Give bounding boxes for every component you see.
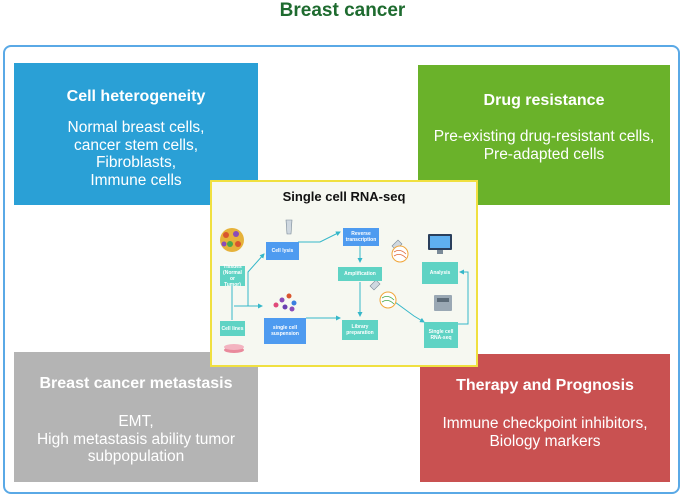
cell-heterogeneity-line: Fibroblasts, [95,154,177,171]
outer-frame [3,45,680,494]
dna-circle-icon [379,245,409,309]
therapy-prognosis-line: Immune checkpoint inhibitors, [442,415,648,432]
cell-lysis-node: Cell lysis [266,242,299,260]
tissues-node: Tissues (Normal or Tumor) [220,264,245,288]
metastasis-line: High metastasis ability tumor [36,430,236,448]
metastasis-line: subpopulation [87,448,185,465]
cell-heterogeneity-title: Cell heterogeneity [66,88,206,105]
drug-resistance-line: Pre-existing drug-resistant cells, [433,128,655,145]
metastasis-box: Breast cancer metastasis EMT, High metas… [14,352,258,482]
therapy-prognosis-line: Biology markers [489,432,601,450]
cell-heterogeneity-line: cancer stem cells, [73,136,199,154]
therapy-prognosis-box: Therapy and Prognosis Immune checkpoint … [420,354,670,482]
cell-heterogeneity-line: Immune cells [90,171,182,189]
single-cell-rnaseq-node: Single cell RNA-seq [424,322,458,348]
therapy-prognosis-body: Immune checkpoint inhibitors, Biology ma… [420,415,670,450]
drug-resistance-title: Drug resistance [483,92,605,109]
metastasis-title: Breast cancer metastasis [39,375,233,392]
library-preparation-node: Library preparation [342,320,378,340]
tissue-cluster-icon [220,228,244,252]
therapy-prognosis-title: Therapy and Prognosis [456,377,634,394]
cell-dots-icon [273,293,297,312]
workflow-arrows [220,219,469,353]
figure-title: Breast cancer [279,0,406,21]
sequencer-icon [434,295,452,311]
tube-icon [285,219,403,291]
computer-monitor-icon [428,234,452,254]
cell-lines-node: Cell lines [220,321,245,336]
lysis-to-rt-arrow [298,231,341,243]
analysis-node: Analysis [422,262,458,284]
cell-heterogeneity-line: Normal breast cells, [67,119,205,136]
single-cell-rnaseq-panel: Single cell RNA-seq [210,180,478,367]
drug-resistance-line: Pre-adapted cells [483,145,605,163]
single-cell-rnaseq-title: Single cell RNA-seq [282,189,406,204]
cell-heterogeneity-body: Normal breast cells, cancer stem cells, … [14,119,258,189]
reverse-transcription-node: Reverse transcription [343,228,379,246]
dish-icon [224,344,244,353]
amplification-node: Amplification [338,267,382,281]
seq-to-analysis-arrow [458,269,469,325]
single-cell-suspension-node: single cell suspension [264,318,306,344]
metastasis-line: EMT, [118,413,154,430]
metastasis-body: EMT, High metastasis ability tumor subpo… [14,413,258,466]
drug-resistance-body: Pre-existing drug-resistant cells, Pre-a… [418,128,670,163]
